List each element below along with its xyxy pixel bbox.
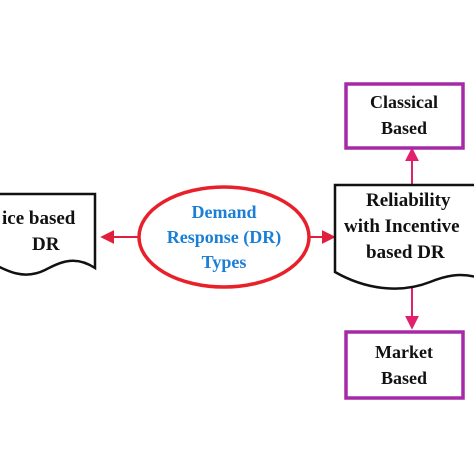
classical-based-box [344, 82, 465, 150]
market-based-node: Market Based [344, 330, 465, 400]
right-doc-label-line2: with Incentive [344, 216, 460, 237]
classical-label-line1: Classical [370, 92, 438, 112]
classical-based-node: Classical Based [344, 82, 465, 150]
market-label-line2: Based [381, 368, 427, 388]
market-label-line1: Market [375, 342, 433, 362]
right-doc-label-line3: based DR [366, 242, 445, 263]
center-ellipse [137, 185, 311, 289]
left-doc-label-line1: ice based [2, 208, 76, 229]
right-doc-label-line1: Reliability [366, 190, 451, 211]
right-document-node: Reliability with Incentive based DR [333, 183, 474, 290]
center-label-line3: Types [202, 252, 247, 272]
left-doc-label-line2: DR [32, 234, 60, 255]
classical-label-line2: Based [381, 118, 427, 138]
right-document-shape [333, 183, 474, 290]
left-document-node: ice based DR [0, 192, 97, 276]
center-label-line1: Demand [191, 202, 256, 222]
left-document-shape [0, 192, 97, 276]
center-label-line2: Response (DR) [167, 227, 282, 248]
center-node: Demand Response (DR) Types [137, 185, 311, 289]
market-based-box [344, 330, 465, 400]
